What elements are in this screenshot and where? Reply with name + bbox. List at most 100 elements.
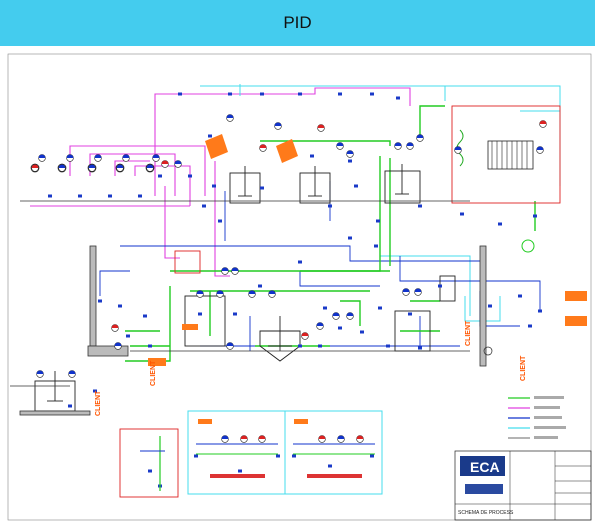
client-label: CLIENT [465,320,472,346]
pump-icon [521,239,535,253]
valve-icon [292,454,296,458]
valve-icon [98,299,102,303]
detail-contents [140,419,375,491]
instrument-bubble-half [240,435,248,439]
pump-icon [483,346,493,356]
instrument-bubble-half [317,124,325,128]
valve-icon [386,344,390,348]
valve-icon [518,294,522,298]
instrument-bubble-half [68,370,76,374]
instrument-bubble-half [38,154,46,158]
valve-icon [48,194,52,198]
valve-icon [374,244,378,248]
valve-icon [538,309,542,313]
company-logo [460,456,505,476]
orange-tags [148,134,587,366]
instrument-bubble-half [336,142,344,146]
valve-icon [276,454,280,458]
instrument-bubble-half [316,322,324,326]
valve-icon [218,219,222,223]
valve-markers [48,92,542,488]
instrument-bubble-half [114,342,122,346]
valve-icon [143,314,147,318]
pid-diagram: CLIENT CLIENT CLIENT CLIENT [7,53,592,521]
client-label: CLIENT [95,390,102,416]
valve-icon [178,92,182,96]
legend [508,396,566,439]
instrument-bubble-half [454,146,462,150]
instrument-bubble-half [268,290,276,294]
valve-icon [498,222,502,226]
instrument-bubble-half [318,435,326,439]
valve-icon [118,304,122,308]
valve-icon [528,324,532,328]
client-label: CLIENT [150,360,157,386]
valve-icon [148,344,152,348]
valve-icon [318,344,322,348]
page-header: PID [0,0,595,46]
valve-icon [188,174,192,178]
valve-icon [323,306,327,310]
instrument-bubble-half [152,154,160,158]
instrument-bubble-half [274,122,282,126]
green-lines [125,105,536,362]
drawing-title: SCHEMA DE PROCESS [458,510,514,516]
valve-icon [194,454,198,458]
instrument-bubble-half [174,160,182,164]
valve-icon [354,184,358,188]
valve-icon [228,92,232,96]
valve-icon [438,284,442,288]
instrument-bubble-half [406,142,414,146]
company-name: ECA [470,459,500,475]
valve-icon [93,389,97,393]
detail-boxes [187,410,383,495]
valve-icon [328,204,332,208]
instrument-bubble-half [416,134,424,138]
valve-icon [260,186,264,190]
instrument-bubble-half [536,146,544,150]
tank-icon [439,275,456,302]
instrument-bubble-half [88,164,96,168]
valve-icon [338,92,342,96]
valve-icon [202,204,206,208]
pump-icon [30,163,40,173]
valve-icon [488,304,492,308]
valve-icon [138,194,142,198]
instrument-bubble-half [226,114,234,118]
instrument-bubble-half [122,154,130,158]
valve-icon [328,464,332,468]
valve-icon [418,346,422,350]
page-title: PID [283,13,312,32]
instrument-bubble-half [111,324,119,328]
valve-icon [298,92,302,96]
instrument-bubble-half [146,164,154,168]
pump-icon [145,163,155,173]
instrument-bubble-half [231,267,239,271]
valve-icon [460,212,464,216]
instrument-bubble-half [31,164,39,168]
instrument-bubble-half [66,154,74,158]
pump-icon [115,163,125,173]
client-label: CLIENT [520,355,527,381]
tank-icon [384,170,421,204]
instrument-bubble-half [346,312,354,316]
instrument-bubble-half [94,154,102,158]
drawing-border [7,53,592,521]
red-outlines [119,105,561,498]
instrument-bubble-half [332,312,340,316]
valve-icon [158,174,162,178]
valve-icon [208,134,212,138]
tank-icon [184,295,226,347]
valve-icon [258,284,262,288]
heat-exchanger [456,129,534,170]
valve-icon [126,334,130,338]
instrument-bubble-half [58,164,66,168]
instrument-bubble-half [337,435,345,439]
ground-lines [10,200,487,416]
instrument-bubble-half [346,150,354,154]
instrument-bubble-half [161,160,169,164]
instrument-bubble-half [258,435,266,439]
instrument-bubbles [31,114,547,443]
instrument-bubble-half [226,342,234,346]
instrument-bubble-half [221,435,229,439]
